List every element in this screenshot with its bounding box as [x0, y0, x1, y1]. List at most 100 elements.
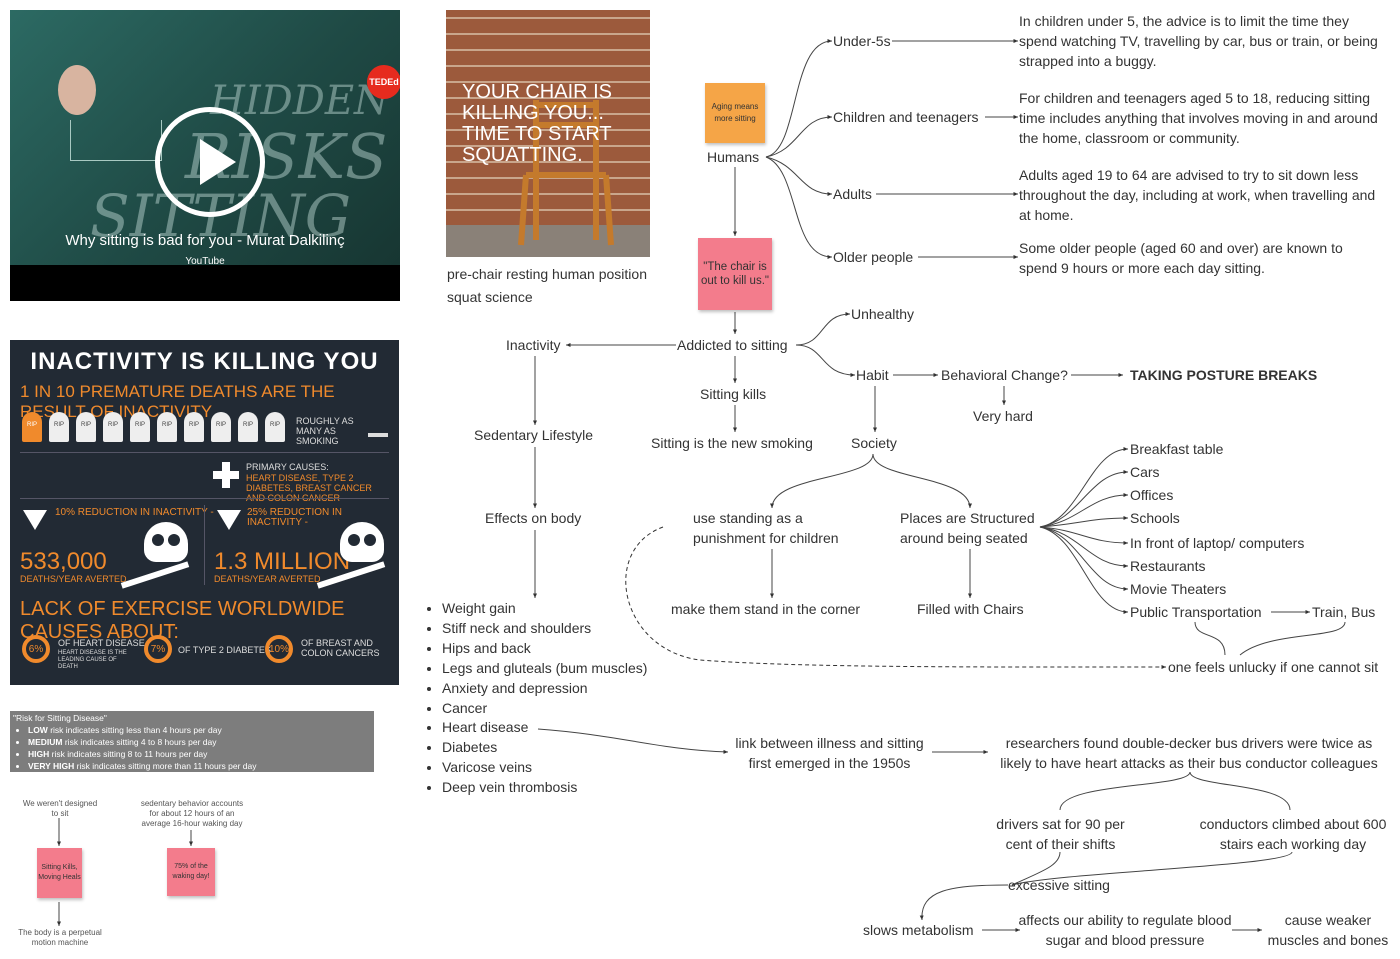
node-standing[interactable]: use standing as a punishment for childre…: [693, 510, 839, 546]
causes-title: PRIMARY CAUSES:: [246, 462, 329, 472]
tombstone-icon: RIP: [265, 412, 285, 442]
list-item[interactable]: Stiff neck and shoulders: [442, 619, 647, 639]
node-regulate[interactable]: affects our ability to regulate blood su…: [1018, 912, 1232, 948]
stat-sub: HEART DISEASE IS THE LEADING CAUSE OF DE…: [58, 650, 127, 670]
list-item[interactable]: Diabetes: [442, 738, 647, 758]
sticky-sitting-kills[interactable]: Sitting Kills, Moving Heals: [37, 848, 82, 898]
averted-label: DEATHS/YEAR AVERTED: [214, 574, 321, 584]
node-place-item[interactable]: Cars: [1130, 464, 1160, 480]
list-item[interactable]: Legs and gluteals (bum muscles): [442, 659, 647, 679]
tombstone-icon: RIP: [211, 412, 231, 442]
node-sedentary[interactable]: Sedentary Lifestyle: [474, 427, 594, 443]
node-conductors[interactable]: conductors climbed about 600 stairs each…: [1199, 816, 1387, 852]
note-perpetual: The body is a perpetual motion machine: [18, 928, 102, 947]
video-thumbnail[interactable]: HIDDEN RISKS SITTING TEDEd Why sitting i…: [10, 10, 400, 301]
stat-ring: 6%: [22, 635, 50, 663]
averted-label: DEATHS/YEAR AVERTED: [20, 574, 127, 584]
chair-caption: pre-chair resting human position: [447, 266, 647, 282]
down-arrow-icon: [23, 510, 47, 530]
node-place-item[interactable]: Breakfast table: [1130, 441, 1224, 457]
node-behavioral[interactable]: Behavioral Change?: [941, 367, 1068, 383]
node-older-text[interactable]: Some older people (aged 60 and over) are…: [1019, 240, 1343, 276]
risk-item: HIGH risk indicates sitting 8 to 11 hour…: [28, 748, 257, 760]
node-children[interactable]: Children and teenagers: [833, 109, 979, 125]
node-inactivity[interactable]: Inactivity: [506, 337, 561, 353]
node-humans[interactable]: Humans: [707, 149, 760, 165]
list-item[interactable]: Cancer: [442, 699, 647, 719]
chair-image: YOUR CHAIR IS KILLING YOU... TIME TO STA…: [446, 10, 650, 257]
node-addicted[interactable]: Addicted to sitting: [677, 337, 788, 353]
tombstone-icon: RIP: [130, 412, 150, 442]
node-weaker[interactable]: cause weaker muscles and bones: [1267, 912, 1389, 948]
node-metabolism[interactable]: slows metabolism: [863, 922, 974, 938]
chair-floor: [446, 225, 650, 257]
node-place-item[interactable]: Movie Theaters: [1130, 581, 1227, 597]
node-unlucky[interactable]: one feels unlucky if one cannot sit: [1168, 659, 1379, 675]
list-item[interactable]: Anxiety and depression: [442, 679, 647, 699]
node-new-smoking[interactable]: Sitting is the new smoking: [651, 435, 813, 451]
tombstone-icon: RIP: [103, 412, 123, 442]
list-item[interactable]: Varicose veins: [442, 758, 647, 778]
tombstone-icon: RIP: [49, 412, 69, 442]
reduction-right: 25% REDUCTION IN INACTIVITY -: [247, 507, 343, 528]
stat-label: OF HEART DISEASE: [58, 638, 145, 648]
node-chairs[interactable]: Filled with Chairs: [917, 601, 1024, 617]
node-adults[interactable]: Adults: [833, 186, 872, 202]
node-very-hard[interactable]: Very hard: [973, 408, 1033, 424]
video-source: YouTube: [185, 256, 225, 267]
node-place-item[interactable]: Offices: [1130, 487, 1174, 503]
deaths-averted-right: 1.3 MILLION: [214, 548, 351, 575]
list-item[interactable]: Deep vein thrombosis: [442, 778, 647, 798]
risk-list: LOW risk indicates sitting less than 4 h…: [16, 724, 257, 772]
tombstone-icon: RIP: [238, 412, 258, 442]
risk-title: "Risk for Sitting Disease": [13, 713, 107, 723]
node-habit[interactable]: Habit: [856, 367, 889, 383]
chair-image-text: YOUR CHAIR IS KILLING YOU... TIME TO STA…: [462, 81, 613, 166]
roughly-as-smoking: ROUGHLY AS MANY AS SMOKING: [296, 416, 354, 446]
node-posture-breaks[interactable]: TAKING POSTURE BREAKS: [1130, 367, 1318, 383]
tombstone-icon: RIP: [157, 412, 177, 442]
node-place-item[interactable]: Schools: [1130, 510, 1180, 526]
skull-icon: [340, 522, 384, 562]
tombstone-icon: RIP: [184, 412, 204, 442]
node-place-item[interactable]: In front of laptop/ computers: [1130, 535, 1305, 551]
tombstone-icon: RIP: [22, 412, 42, 442]
risk-item: MEDIUM risk indicates sitting 4 to 8 hou…: [28, 736, 257, 748]
node-train-bus[interactable]: Train, Bus: [1312, 604, 1376, 620]
node-adults-text[interactable]: Adults aged 19 to 64 are advised to try …: [1019, 167, 1376, 223]
list-item[interactable]: Weight gain: [442, 599, 647, 619]
divider: [20, 452, 389, 453]
node-under5[interactable]: Under-5s: [833, 33, 891, 49]
node-effects[interactable]: Effects on body: [485, 510, 582, 526]
node-places[interactable]: Places are Structured around being seate…: [900, 510, 1035, 546]
node-excessive[interactable]: excessive sitting: [1008, 877, 1110, 893]
video-title[interactable]: Why sitting is bad for you - Murat Dalki…: [65, 232, 345, 249]
node-corner[interactable]: make them stand in the corner: [671, 601, 861, 617]
node-unhealthy[interactable]: Unhealthy: [851, 306, 915, 322]
divider: [204, 505, 205, 585]
divider: [20, 498, 389, 499]
node-link-1950s[interactable]: link between illness and sitting first e…: [735, 735, 924, 771]
node-children-text[interactable]: For children and teenagers aged 5 to 18,…: [1019, 90, 1378, 146]
node-drivers[interactable]: drivers sat for 90 per cent of their shi…: [996, 816, 1125, 852]
cigarette-icon: [368, 433, 388, 437]
node-older[interactable]: Older people: [833, 249, 914, 265]
node-society[interactable]: Society: [851, 435, 897, 451]
node-place-item[interactable]: Restaurants: [1130, 558, 1206, 574]
sticky-chair-quote[interactable]: "The chair is out to kill us.": [698, 238, 772, 310]
infographic-title: INACTIVITY IS KILLING YOU: [30, 348, 379, 375]
node-place-item[interactable]: Public Transportation: [1130, 604, 1262, 620]
skull-icon: [144, 522, 188, 562]
sticky-waking-day[interactable]: 75% of the waking day!: [167, 848, 215, 896]
risk-item: VERY HIGH risk indicates sitting more th…: [28, 760, 257, 772]
node-sitting-kills[interactable]: Sitting kills: [700, 386, 767, 402]
list-item[interactable]: Hips and back: [442, 639, 647, 659]
lack-of-exercise: LACK OF EXERCISE WORLDWIDE CAUSES ABOUT:: [20, 598, 345, 643]
stat-label: OF BREAST AND COLON CANCERS: [301, 638, 380, 658]
sticky-aging[interactable]: Aging means more sitting: [705, 83, 765, 143]
crossbones-icon: [120, 561, 190, 589]
list-item[interactable]: Heart disease: [442, 718, 647, 738]
node-researchers[interactable]: researchers found double-decker bus driv…: [1000, 735, 1378, 771]
play-button-icon[interactable]: [155, 107, 265, 217]
node-under5-text[interactable]: In children under 5, the advice is to li…: [1019, 13, 1378, 69]
